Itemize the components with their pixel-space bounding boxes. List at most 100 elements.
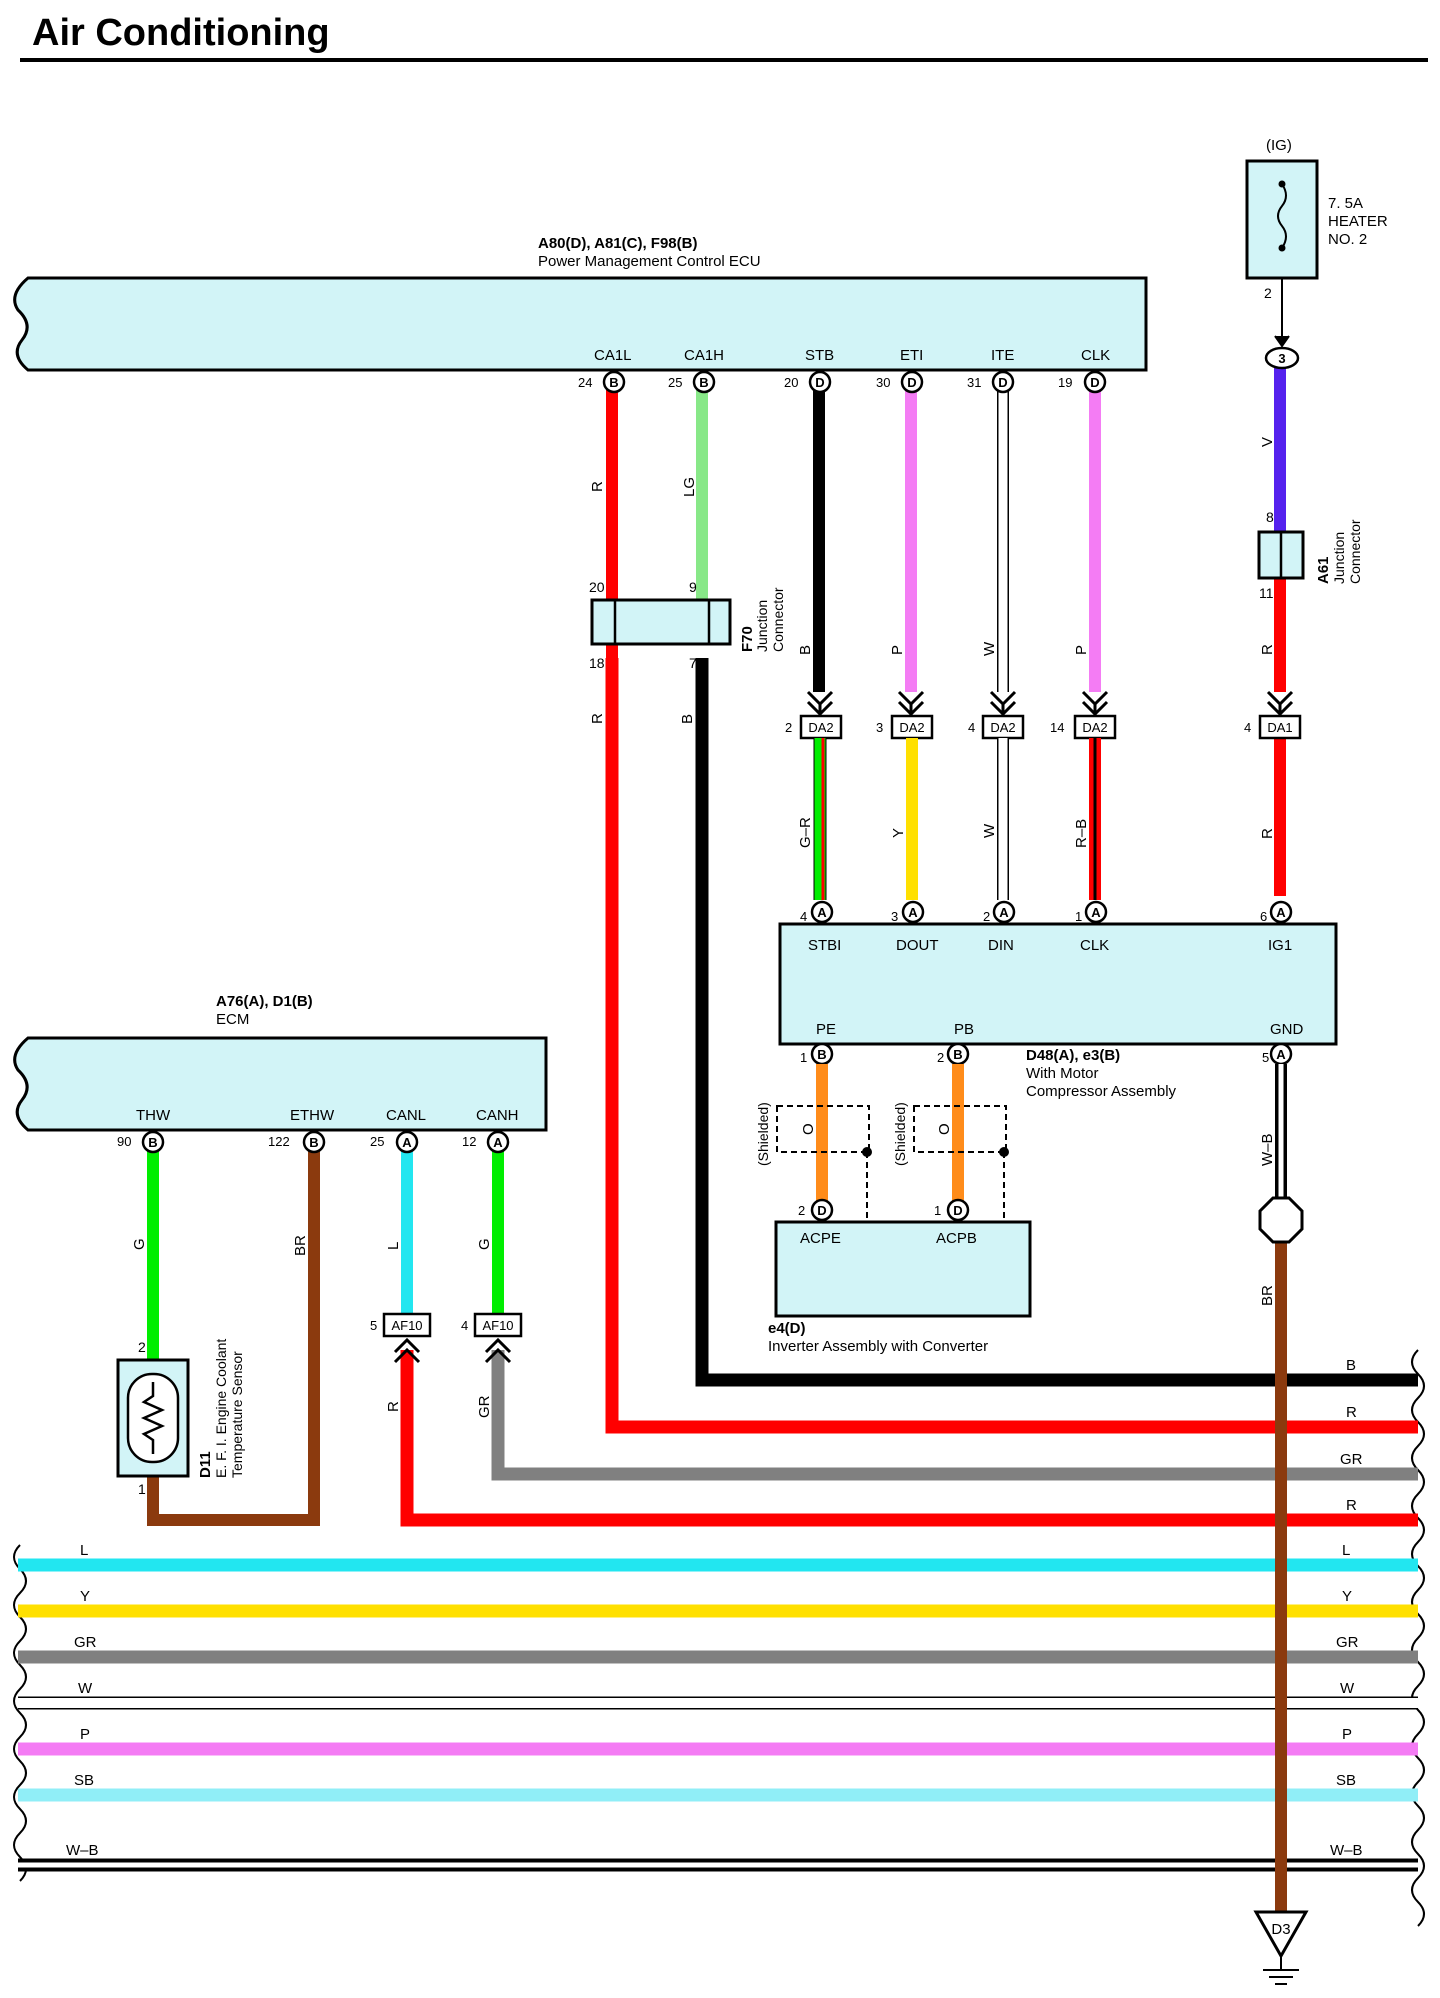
- comp-conn-dout-letter: A: [908, 905, 918, 920]
- da-pin-clk: 14: [1050, 720, 1064, 735]
- wire-label-gnd: W–B: [1259, 1133, 1276, 1166]
- pmecu-conn-ca1h: B: [692, 370, 716, 394]
- inv-pin-2: 2: [798, 1203, 805, 1218]
- wire-label-canh-low: GR: [476, 1395, 493, 1418]
- wire-label-canl-low: R: [385, 1401, 402, 1412]
- wire-label-pb: O: [936, 1123, 953, 1135]
- wire-label-clk-top: P: [1073, 645, 1090, 655]
- comp-term-stbi: STBI: [808, 937, 841, 954]
- shield-pe: [776, 1105, 870, 1153]
- fuse-arrow-icon: [1274, 335, 1290, 348]
- ecm-conn-canh-letter: A: [493, 1135, 503, 1150]
- fuse-heater-no2: (IG) 7. 5A HEATER NO. 2 2: [1245, 137, 1388, 348]
- wire-ethw: [147, 1142, 320, 1526]
- pmecu-term-eti: ETI: [900, 347, 923, 364]
- comp-term-gnd: GND: [1270, 1021, 1304, 1038]
- ecm-name: ECM: [216, 1011, 249, 1028]
- inverter-box: [774, 1220, 1032, 1318]
- pmecu-conn-ca1l-letter: B: [609, 375, 618, 390]
- comp-pin-4: 4: [800, 909, 807, 924]
- ecm-conn-thw-letter: B: [148, 1135, 157, 1150]
- da-pin-stb: 2: [785, 720, 792, 735]
- ecm-conn-canh: A: [486, 1130, 510, 1154]
- comp-term-clk: CLK: [1080, 937, 1109, 954]
- comp-pin-6: 6: [1260, 909, 1267, 924]
- bus-label-y-right: Y: [1342, 1588, 1352, 1605]
- f70-name-2: Connector: [770, 587, 786, 652]
- inv-conn-acpb: D: [946, 1198, 970, 1222]
- pmecu-terminals: CA1L CA1H STB ETI ITE CLK 24 25 20 30 31…: [578, 347, 1110, 390]
- page-title: Air Conditioning: [32, 12, 330, 54]
- fuse-pin: 2: [1264, 285, 1272, 301]
- fuse-element-icon: [1277, 183, 1287, 249]
- bus-label-l-left: L: [80, 1542, 88, 1559]
- a61-name-2: Connector: [1347, 519, 1363, 584]
- bus-label-l-right: L: [1342, 1542, 1350, 1559]
- af10-label-canl: AF10: [391, 1318, 422, 1333]
- wire-label-stbi: G–R: [797, 817, 814, 848]
- ecm-conn-canl-letter: A: [402, 1135, 412, 1150]
- comp-conn-pe: B: [810, 1042, 834, 1066]
- bus-label-y-left: Y: [80, 1588, 90, 1605]
- wire-label-clk-low: R–B: [1073, 819, 1090, 848]
- wire-label-eti-top: P: [889, 645, 906, 655]
- wire-label-dout: Y: [890, 828, 907, 838]
- inv-conn-acpb-letter: D: [953, 1203, 962, 1218]
- pmecu-pin-20: 20: [784, 375, 798, 390]
- pmecu-name: Power Management Control ECU: [538, 253, 761, 270]
- f70-pin-7: 7: [689, 655, 697, 671]
- wire-label-canh: G: [476, 1238, 493, 1250]
- comp-term-pb: PB: [954, 1021, 974, 1038]
- bus-label-wb-left: W–B: [66, 1842, 99, 1859]
- fuse-node-bottom: [1278, 244, 1286, 252]
- shielded-wires: O O (Shielded) (Shielded): [755, 1064, 1009, 1218]
- pmecu-conn-ite: D: [991, 370, 1015, 394]
- sensor-name-1: E. F. I. Engine Coolant: [213, 1339, 229, 1478]
- pmecu-pin-24: 24: [578, 375, 592, 390]
- compressor-name-1: With Motor: [1026, 1065, 1099, 1082]
- inverter-name: Inverter Assembly with Converter: [768, 1338, 988, 1355]
- inverter-id: e4(D): [768, 1320, 806, 1337]
- bus-label-gr-right: GR: [1336, 1634, 1359, 1651]
- comp-conn-stbi-letter: A: [817, 905, 827, 920]
- ground-label: D3: [1271, 1921, 1290, 1938]
- ecm-pin-12: 12: [462, 1134, 476, 1149]
- bus-label-sb-left: SB: [74, 1772, 94, 1789]
- bus-label-gr-left: GR: [74, 1634, 97, 1651]
- ecm-conn-canl: A: [395, 1130, 419, 1154]
- comp-conn-clk-letter: A: [1091, 905, 1101, 920]
- comp-conn-ig1-letter: A: [1276, 905, 1286, 920]
- ecm-conn-ethw-letter: B: [309, 1135, 318, 1150]
- wire-b-to-right: [695, 658, 1418, 1387]
- wire-label-gnd-br: BR: [1259, 1285, 1276, 1306]
- da-label-ite: DA2: [990, 720, 1015, 735]
- chevron-icons: [806, 690, 1294, 717]
- wire-label-ca1h-top: LG: [681, 477, 698, 497]
- coolant-sensor: 2 1 D11 E. F. I. Engine Coolant Temperat…: [116, 1339, 245, 1497]
- shield-pb: [913, 1105, 1007, 1153]
- bus-label-w-right: W: [1340, 1680, 1355, 1697]
- wire-label-ig-mid: R: [1259, 644, 1276, 655]
- pmecu-term-ite: ITE: [991, 347, 1014, 364]
- pmecu-box: [13, 276, 1148, 372]
- pmecu-conn-ite-letter: D: [998, 375, 1007, 390]
- sensor-name-2: Temperature Sensor: [229, 1351, 245, 1478]
- pmecu-conn-eti-letter: D: [907, 375, 916, 390]
- compressor-input-wires: G–R Y W R–B: [797, 738, 1101, 900]
- fuse-number: NO. 2: [1328, 231, 1367, 248]
- comp-conn-stbi: A: [810, 900, 834, 924]
- f70-pin-18: 18: [589, 655, 605, 671]
- ecm-term-ethw: ETHW: [290, 1107, 335, 1124]
- af10-connectors: AF10 AF10 5 4: [370, 1312, 523, 1364]
- ecm-term-canh: CANH: [476, 1107, 519, 1124]
- inv-pin-1: 1: [934, 1203, 941, 1218]
- sensor-pin-2: 2: [138, 1339, 146, 1355]
- inv-conn-acpe-letter: D: [817, 1203, 826, 1218]
- comp-conn-gnd-letter: A: [1276, 1047, 1286, 1062]
- comp-conn-din-letter: A: [999, 905, 1009, 920]
- pmecu-pin-30: 30: [876, 375, 890, 390]
- f70-name-1: Junction: [754, 600, 770, 652]
- ecm-connectors: A76(A), D1(B): [216, 993, 313, 1010]
- bus-label-sb-right: SB: [1336, 1772, 1356, 1789]
- ecm-pin-90: 90: [117, 1134, 131, 1149]
